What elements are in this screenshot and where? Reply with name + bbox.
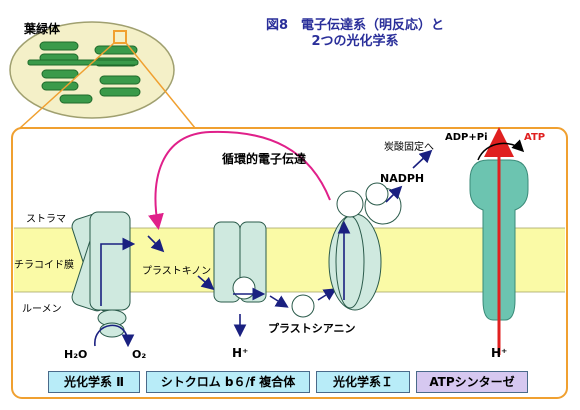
- chloroplast-label: 葉緑体: [24, 22, 61, 36]
- cyclic-electron-arrow: [148, 130, 331, 230]
- complex-label-atp-synthase: ATPシンターゼ: [416, 371, 528, 393]
- o2-label: O₂: [132, 348, 147, 361]
- diagram-title-line2: 2つの光化学系: [311, 34, 399, 49]
- atp-label: ATP: [524, 132, 546, 143]
- plastocyanin-label: プラストシアニン: [268, 322, 356, 335]
- complex-label-photosystem-1: 光化学系Ｉ: [316, 371, 410, 393]
- nadph-label: NADPH: [380, 172, 425, 185]
- h2o-label: H₂O: [64, 348, 88, 361]
- complex-label-cytochrome-b6f: シトクロム b６/f 複合体: [146, 371, 310, 393]
- complex-label-photosystem-2: 光化学系 Ⅱ: [48, 371, 140, 393]
- h-plus-left-label: H⁺: [232, 346, 249, 360]
- region-thylakoid: チラコイド膜: [14, 260, 74, 271]
- cytochrome-b6f: [213, 221, 267, 303]
- diagram-title-line1: 図8 電子伝達系（明反応）と: [265, 18, 445, 33]
- region-lumen: ルーメン: [22, 304, 62, 315]
- region-stroma: ストラマ: [26, 214, 66, 225]
- plastocyanin-protein: [291, 294, 315, 318]
- cyclic-label: 循環的電子伝達: [222, 152, 307, 166]
- h-plus-right-label: H⁺: [491, 346, 508, 360]
- plastoquinone-label: プラストキノン: [142, 266, 212, 277]
- chloroplast-illustration: [9, 21, 196, 129]
- photosystem-1: [328, 182, 402, 311]
- adp-pi-label: ADP+Pi: [445, 132, 488, 143]
- co2-fixation-label: 炭酸固定へ: [384, 142, 434, 153]
